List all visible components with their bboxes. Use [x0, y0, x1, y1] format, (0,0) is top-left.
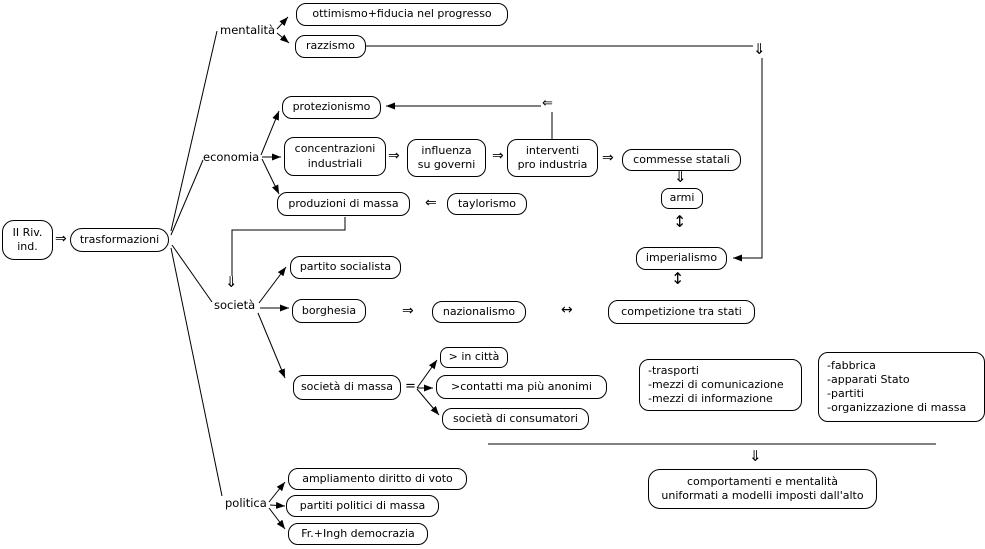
branch-label-societa: società — [214, 298, 256, 312]
node-partiti-politici-di-massa: partiti politici di massa — [286, 495, 439, 517]
node-comportamenti-uniformati: comportamenti e mentalità uniformati a m… — [648, 469, 877, 509]
node-ii-riv-ind: II Riv. ind. — [2, 220, 53, 260]
node-influenza-su-governi: influenza su governi — [407, 139, 486, 177]
leftright-arrow-icon: ↔ — [561, 302, 573, 318]
node-competizione-tra-stati: competizione tra stati — [608, 300, 755, 324]
branch-label-politica: politica — [225, 496, 267, 510]
node-concentrazioni-industriali: concentrazioni industriali — [284, 137, 386, 176]
double-arrow-down-icon: ⇓ — [225, 273, 238, 291]
double-arrow-down-icon: ⇓ — [674, 168, 687, 186]
updown-arrow-icon: ↕ — [671, 269, 685, 288]
node-apparati-lista: -fabbrica -apparati Stato -partiti -orga… — [818, 352, 985, 422]
node-fr-ingh-democrazia: Fr.+Ingh democrazia — [288, 523, 428, 545]
updown-arrow-icon: ↕ — [673, 212, 687, 231]
double-arrow-right-icon: ⇒ — [402, 303, 414, 319]
branch-label-economia: economia — [203, 150, 260, 164]
node-armi: armi — [661, 188, 703, 209]
node-partito-socialista: partito socialista — [290, 256, 401, 279]
equals-sign: = — [405, 379, 416, 394]
node-protezionismo: protezionismo — [282, 96, 381, 119]
double-arrow-down-icon: ⇓ — [749, 447, 762, 465]
double-arrow-right-icon: ⇒ — [55, 231, 67, 247]
double-arrow-left-icon: ⇐ — [425, 195, 437, 211]
double-arrow-left-icon: ⇐ — [542, 96, 553, 111]
node-commesse-statali: commesse statali — [622, 149, 741, 171]
node-in-citta: > in città — [440, 347, 508, 368]
node-mezzi-lista: -trasporti -mezzi di comunicazione -mezz… — [639, 359, 802, 411]
node-societa-di-consumatori: società di consumatori — [442, 408, 589, 430]
double-arrow-right-icon: ⇒ — [492, 148, 504, 164]
node-contatti-anonimi: >contatti ma più anonimi — [436, 375, 607, 399]
node-nazionalismo: nazionalismo — [432, 301, 526, 323]
node-razzismo: razzismo — [295, 35, 366, 58]
node-ottimismo: ottimismo+fiducia nel progresso — [296, 3, 508, 26]
branch-label-mentalita: mentalità — [220, 23, 276, 37]
node-borghesia: borghesia — [292, 299, 366, 323]
node-taylorismo: taylorismo — [447, 193, 527, 215]
node-imperialismo: imperialismo — [636, 247, 727, 270]
double-arrow-right-icon: ⇒ — [602, 150, 614, 166]
double-arrow-down-icon: ⇓ — [753, 40, 766, 58]
double-arrow-right-icon: ⇒ — [388, 148, 400, 164]
node-ampliamento-diritto-voto: ampliamento diritto di voto — [288, 468, 467, 490]
node-societa-di-massa: società di massa — [293, 375, 401, 400]
node-trasformazioni: trasformazioni — [70, 228, 169, 252]
node-produzioni-di-massa: produzioni di massa — [277, 192, 410, 216]
node-interventi-pro-industria: interventi pro industria — [507, 139, 598, 177]
